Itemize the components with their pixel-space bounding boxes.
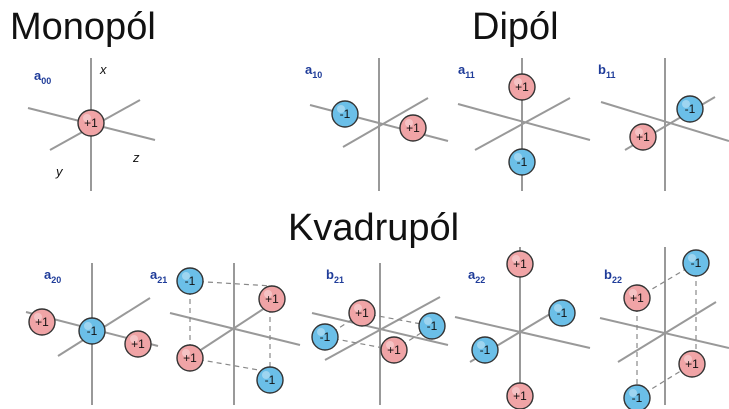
negative-charge-a10: -1 — [331, 100, 359, 128]
positive-charge-a21: +1 — [258, 285, 286, 313]
svg-text:+1: +1 — [35, 315, 49, 329]
positive-charge-b11: +1 — [629, 123, 657, 151]
panel-a20: a20 +1 -1 +1 — [25, 263, 159, 405]
positive-charge-a20: +1 — [28, 308, 56, 336]
svg-text:+1: +1 — [636, 130, 650, 144]
coef-label-b21: b21 — [326, 267, 344, 285]
axis-label-x: x — [99, 62, 107, 77]
negative-charge-a11: -1 — [508, 148, 536, 176]
svg-text:-1: -1 — [691, 256, 702, 270]
positive-charge-a21: +1 — [176, 344, 204, 372]
positive-charge-a00: +1 — [77, 109, 105, 137]
negative-charge-b11: -1 — [676, 95, 704, 123]
svg-text:-1: -1 — [265, 373, 276, 387]
positive-charge-b22: +1 — [623, 284, 651, 312]
svg-text:+1: +1 — [355, 306, 369, 320]
negative-charge-a21: -1 — [176, 267, 204, 295]
svg-text:-1: -1 — [480, 343, 491, 357]
svg-text:+1: +1 — [183, 351, 197, 365]
axes-b11 — [600, 58, 729, 191]
svg-text:+1: +1 — [265, 292, 279, 306]
svg-text:-1: -1 — [685, 102, 696, 116]
negative-charge-b22: -1 — [623, 384, 651, 409]
coef-label-b11: b11 — [598, 62, 615, 80]
panel-b21: b21 +1 -1 -1 +1 — [311, 263, 449, 405]
svg-text:-1: -1 — [632, 391, 643, 405]
negative-charge-a22: -1 — [548, 299, 576, 327]
coef-label-a10: a10 — [305, 62, 322, 80]
svg-text:-1: -1 — [185, 274, 196, 288]
svg-text:+1: +1 — [84, 116, 98, 130]
positive-charge-b21: +1 — [348, 299, 376, 327]
coef-label-a00: a00 — [34, 68, 51, 86]
svg-text:+1: +1 — [513, 389, 527, 403]
svg-text:+1: +1 — [387, 343, 401, 357]
positive-charge-a22: +1 — [506, 382, 534, 409]
positive-charge-a20: +1 — [124, 330, 152, 358]
axes-b22 — [599, 247, 729, 405]
svg-text:+1: +1 — [630, 291, 644, 305]
positive-charge-b22: +1 — [678, 350, 706, 378]
svg-text:+1: +1 — [513, 257, 527, 271]
negative-charge-a20: -1 — [78, 317, 106, 345]
panel-a21: a21 -1 +1 +1 -1 — [150, 263, 301, 405]
svg-text:+1: +1 — [406, 121, 420, 135]
negative-charge-b21: -1 — [311, 323, 339, 351]
negative-charge-b21: -1 — [418, 312, 446, 340]
heading-dipole: Dipól — [472, 6, 559, 48]
panel-b11: b11 -1 +1 — [598, 58, 729, 191]
svg-text:+1: +1 — [131, 337, 145, 351]
negative-charge-b22: -1 — [682, 249, 710, 277]
panel-a22: a22 +1 -1 -1 +1 — [454, 247, 591, 409]
coef-label-a11: a11 — [458, 62, 475, 80]
axis-label-z: z — [132, 150, 140, 165]
svg-text:+1: +1 — [685, 357, 699, 371]
negative-charge-a21: -1 — [256, 366, 284, 394]
panel-a11: a11 +1 -1 — [457, 58, 591, 191]
panel-a00: a00 +1 — [27, 58, 156, 191]
svg-text:-1: -1 — [557, 306, 568, 320]
heading-monopole: Monopól — [10, 6, 156, 48]
svg-text:-1: -1 — [87, 324, 98, 338]
negative-charge-a22: -1 — [471, 336, 499, 364]
panel-a10: a10 -1 +1 — [305, 58, 449, 191]
positive-charge-a11: +1 — [508, 73, 536, 101]
positive-charge-a10: +1 — [399, 114, 427, 142]
coef-label-a21: a21 — [150, 267, 167, 285]
svg-text:-1: -1 — [517, 155, 528, 169]
axes-b21 — [311, 263, 449, 405]
svg-text:-1: -1 — [427, 319, 438, 333]
heading-quadrupole: Kvadrupól — [288, 207, 460, 249]
svg-text:-1: -1 — [340, 107, 351, 121]
panel-b22: b22 -1 +1 +1 -1 — [599, 247, 729, 409]
coef-label-a22: a22 — [468, 267, 485, 285]
svg-text:+1: +1 — [515, 80, 529, 94]
coef-label-b22: b22 — [604, 267, 622, 285]
positive-charge-b21: +1 — [380, 336, 408, 364]
coef-label-a20: a20 — [44, 267, 61, 285]
positive-charge-a22: +1 — [506, 250, 534, 278]
axis-label-y: y — [55, 164, 64, 179]
axes-a10 — [309, 58, 449, 191]
svg-text:-1: -1 — [320, 330, 331, 344]
